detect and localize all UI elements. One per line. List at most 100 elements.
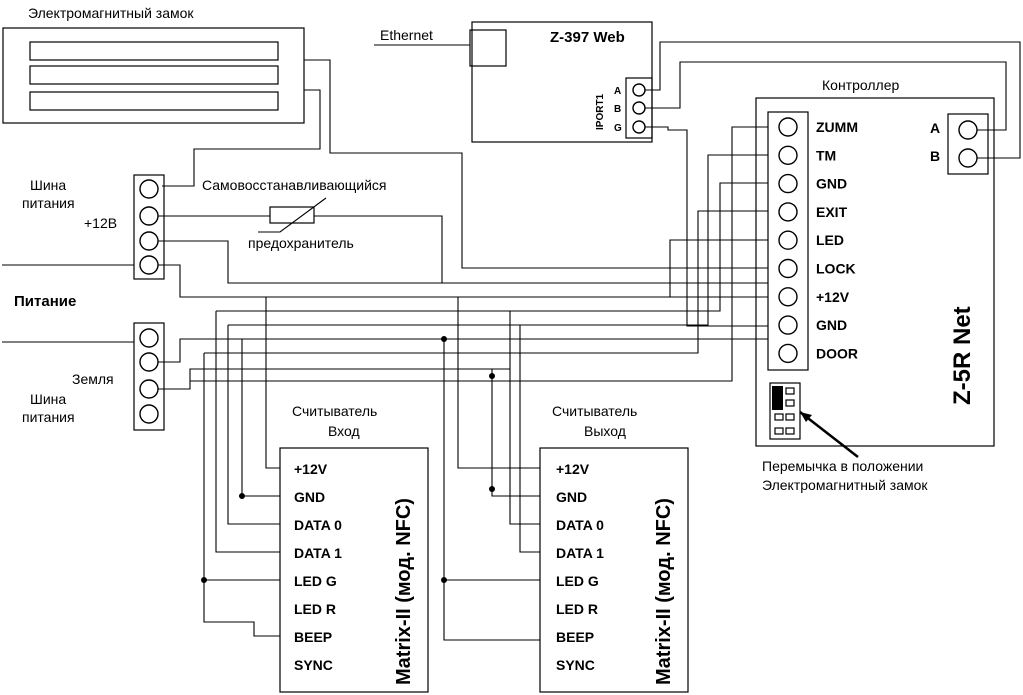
wire-rs485-b — [645, 61, 1007, 131]
wire-reader-in-gnd — [241, 339, 280, 497]
wire-rs485-a — [645, 41, 1021, 159]
lock-body — [2, 27, 305, 124]
junction-dot — [489, 373, 495, 379]
controller-terminal-8 — [778, 343, 798, 364]
reader-out-pin-label: LED G — [556, 573, 599, 589]
jumper-arrow-head — [800, 412, 812, 422]
lock-title: Электромагнитный замок — [28, 5, 194, 21]
z397-title: Z-397 Web — [550, 29, 625, 46]
lock-plate-2 — [29, 65, 279, 85]
wire-reader-in-data1 — [215, 311, 280, 553]
controller-pin-label: TM — [816, 147, 836, 163]
bus-top-terminal-1 — [139, 179, 159, 199]
bus-top-terminal-3 — [139, 231, 159, 251]
fuse-slash — [258, 197, 327, 233]
reader-in-caption-2: Вход — [328, 423, 360, 439]
bus-bottom-terminal-3 — [139, 379, 159, 399]
controller-terminal-b — [958, 148, 978, 168]
jumper-block — [769, 382, 801, 440]
reader-out-model: Matrix-II (мод. NFC) — [653, 498, 675, 685]
reader-out-pin-label: +12V — [556, 461, 590, 477]
reader-out-caption-2: Выход — [584, 423, 626, 439]
iport-pin-a: A — [614, 86, 621, 97]
junction-dot — [239, 493, 245, 499]
wire-plus12-bus — [158, 240, 442, 284]
wire-reader-out-12v — [457, 297, 540, 469]
wire-plus12-distribution — [158, 264, 768, 298]
iport-terminal-b — [632, 101, 646, 115]
controller-pin-label: GND — [816, 317, 847, 333]
jumper-pin-6 — [785, 427, 795, 435]
controller-terminal-block — [767, 111, 809, 371]
wire-controller-led — [266, 239, 768, 298]
controller-terminal-7 — [778, 315, 798, 335]
controller-title: Контроллер — [822, 77, 899, 93]
jumper-pin-2 — [785, 399, 795, 407]
lock-plate-3 — [29, 91, 279, 111]
bus-bottom-label-1: Шина — [30, 391, 66, 407]
controller-pin-label: EXIT — [816, 204, 848, 220]
ground-label: Земля — [72, 371, 114, 387]
bus-bottom-terminal-2 — [139, 352, 159, 372]
reader-out-body — [539, 447, 689, 693]
reader-in-pin-label: BEEP — [294, 629, 332, 645]
jumper-pin-1 — [785, 387, 795, 395]
bus-top-label-1: Шина — [30, 177, 66, 193]
reader-in-pin-label: DATA 0 — [294, 517, 342, 533]
wire-reader-out-gnd — [491, 369, 540, 497]
controller-ab-block — [947, 113, 989, 175]
controller-pin-label: +12V — [816, 289, 850, 305]
reader-out-pin-label: GND — [556, 489, 587, 505]
bus-top-terminal-2 — [139, 206, 159, 226]
controller-terminal-a — [958, 120, 978, 140]
reader-out-pin-label: DATA 1 — [556, 545, 604, 561]
lock-plate-1 — [29, 41, 279, 61]
wire-reader-in-beep — [203, 580, 280, 637]
wire-rs485-ground — [645, 126, 768, 327]
bus-top-terminal-4 — [139, 255, 159, 275]
reader-in-pin-label: DATA 1 — [294, 545, 342, 561]
controller-pin-label: GND — [816, 176, 847, 192]
junction-dot — [441, 577, 447, 583]
wire-ground-2 — [158, 368, 510, 390]
junction-dot — [441, 336, 447, 342]
controller-terminal-4 — [778, 230, 798, 250]
reader-in-caption-1: Считыватель — [292, 403, 377, 419]
controller-terminal-5 — [778, 258, 798, 279]
jumper-arrow — [799, 411, 859, 458]
controller-label-a: A — [930, 120, 940, 136]
power-section: Шина питания +12В Самовосстанавливающийс… — [2, 174, 768, 431]
wire-reader-out-beep — [443, 580, 540, 641]
jumper-note-line1: Перемычка в положении — [762, 458, 923, 474]
wire-reader-out-data0 — [509, 311, 540, 525]
reader-in-pin-label: +12V — [294, 461, 328, 477]
iport-terminal-a — [632, 83, 646, 97]
supply-label: Питание — [14, 293, 76, 310]
controller-pin-label: ZUMM — [816, 119, 858, 135]
bus-bottom-label-2: питания — [22, 409, 75, 425]
reader-out-pin-label: SYNC — [556, 657, 595, 673]
jumper-cap — [772, 386, 783, 410]
z397-web-module: Ethernet Z-397 Web IPORT1 A B G — [374, 21, 653, 143]
controller-terminal-0 — [778, 117, 798, 137]
jumper-note-line2: Электромагнитный замок — [762, 477, 928, 493]
bus-bottom-terminal-4 — [139, 404, 159, 424]
controller-terminal-2 — [778, 173, 798, 194]
controller-label-b: B — [930, 148, 940, 164]
bus-bottom-terminal-1 — [139, 328, 159, 348]
wire-reader-in-12v — [265, 297, 280, 469]
wire-controller-gnd — [216, 182, 768, 312]
controller-pin-label: DOOR — [816, 345, 858, 361]
iport-label: IPORT1 — [595, 93, 606, 130]
controller-terminal-3 — [778, 202, 798, 222]
iport-pin-g: G — [614, 123, 622, 134]
controller-body — [755, 97, 995, 447]
iport-pin-b: B — [614, 104, 621, 115]
fuse-label-1: Самовосстанавливающийся — [202, 177, 387, 193]
